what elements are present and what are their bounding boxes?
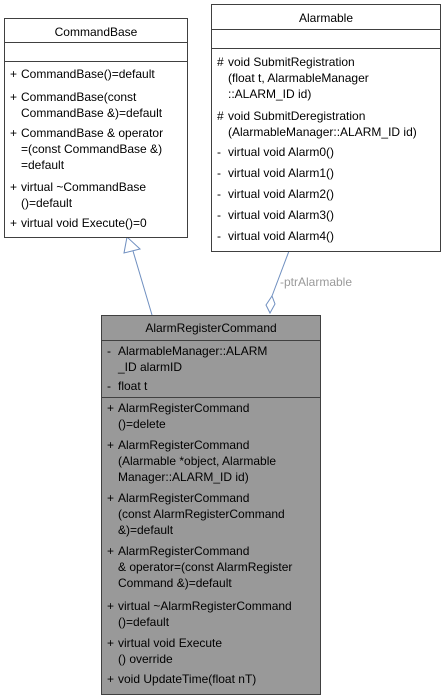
operation: +CommandBase(const CommandBase &)=defaul…: [10, 89, 184, 121]
association-label: -ptrAlarmable: [280, 275, 353, 289]
operation: +AlarmRegisterCommand()=delete: [107, 400, 317, 432]
operation: +virtual void Execute() override: [107, 635, 317, 667]
operation: -virtual void Alarm0(): [217, 144, 437, 160]
visibility-marker: +: [107, 438, 115, 452]
class-alarm-register-command: AlarmRegisterCommand -AlarmableManager::…: [101, 315, 321, 695]
member-signature: void UpdateTime(float nT): [118, 672, 257, 686]
operation: +AlarmRegisterCommand(const AlarmRegiste…: [107, 490, 317, 538]
association-line: [271, 250, 290, 297]
visibility-marker: -: [107, 379, 111, 393]
visibility-marker: -: [217, 187, 221, 201]
visibility-marker: +: [107, 544, 115, 558]
member-signature: virtual ~AlarmRegisterCommand()=default: [118, 599, 292, 629]
operation: # void SubmitRegistration(float t, Alarma…: [217, 54, 437, 102]
member-signature: AlarmRegisterCommand(const AlarmRegister…: [118, 491, 285, 537]
visibility-marker: -: [217, 166, 221, 180]
member-signature: virtual void Alarm1(): [228, 166, 335, 180]
visibility-marker: +: [107, 672, 115, 686]
visibility-marker: +: [10, 90, 18, 104]
member-signature: virtual void Alarm0(): [228, 145, 335, 159]
member-signature: virtual ~CommandBase()=default: [21, 180, 147, 210]
operation: -virtual void Alarm2(): [217, 186, 437, 202]
operation: +CommandBase & operator=(const CommandBa…: [10, 125, 184, 173]
member-signature: CommandBase & operator=(const CommandBas…: [21, 126, 164, 172]
operation: +virtual ~AlarmRegisterCommand()=default: [107, 598, 317, 630]
member-signature: AlarmableManager::ALARM_ID alarmID: [118, 344, 268, 374]
inheritance-line: [132, 250, 153, 316]
operation: # void SubmitDeregistration(AlarmableMana…: [217, 108, 437, 140]
visibility-marker: +: [10, 180, 18, 194]
attribute: -AlarmableManager::ALARM_ID alarmID: [107, 343, 317, 375]
member-signature: AlarmRegisterCommand()=delete: [118, 401, 250, 431]
member-signature: virtual void Execute()=0: [21, 216, 147, 230]
member-signature: virtual void Alarm3(): [228, 208, 335, 222]
member-signature: virtual void Alarm4(): [228, 229, 335, 243]
visibility-marker: +: [10, 216, 18, 230]
class-alarmable: Alarmable # void SubmitRegistration(float…: [211, 4, 441, 252]
visibility-marker: +: [10, 126, 18, 140]
member-signature: CommandBase(const CommandBase &)=default: [21, 90, 163, 120]
member-signature: AlarmRegisterCommand(Alarmable *object, …: [118, 438, 277, 484]
visibility-marker: +: [10, 67, 18, 81]
operation: -virtual void Alarm1(): [217, 165, 437, 181]
member-signature: virtual void Alarm2(): [228, 187, 335, 201]
visibility-marker: +: [107, 636, 115, 650]
visibility-marker: -: [217, 229, 221, 243]
operation: +AlarmRegisterCommand(Alarmable *object,…: [107, 437, 317, 485]
visibility-marker: +: [107, 401, 115, 415]
member-signature: void SubmitDeregistration(AlarmableManag…: [228, 109, 417, 139]
operation: +CommandBase()=default: [10, 66, 184, 82]
operation: +void UpdateTime(float nT): [107, 671, 317, 687]
class-title: AlarmRegisterCommand: [145, 321, 277, 335]
visibility-marker: #: [217, 55, 224, 69]
operation: -virtual void Alarm3(): [217, 207, 437, 223]
association-diamond: [265, 294, 276, 315]
attribute: -float t: [107, 378, 317, 394]
operation: +AlarmRegisterCommand & operator=(const …: [107, 543, 317, 591]
member-signature: AlarmRegisterCommand & operator=(const A…: [118, 544, 293, 590]
member-signature: void SubmitRegistration(float t, Alarmab…: [228, 55, 369, 101]
visibility-marker: -: [217, 145, 221, 159]
class-title: Alarmable: [298, 11, 354, 25]
visibility-marker: -: [107, 344, 111, 358]
member-signature: CommandBase()=default: [21, 67, 155, 81]
visibility-marker: #: [217, 109, 224, 123]
visibility-marker: +: [107, 599, 115, 613]
member-signature: float t: [118, 379, 148, 393]
operation: +virtual ~CommandBase()=default: [10, 179, 184, 211]
member-signature: virtual void Execute() override: [118, 636, 223, 666]
class-title: CommandBase: [54, 25, 138, 39]
visibility-marker: +: [107, 491, 115, 505]
operation: -virtual void Alarm4(): [217, 228, 437, 244]
visibility-marker: -: [217, 208, 221, 222]
operation: +virtual void Execute()=0: [10, 215, 184, 231]
inheritance-arrowhead: [123, 236, 142, 254]
class-command-base: CommandBase +CommandBase()=default+Comma…: [4, 18, 188, 238]
